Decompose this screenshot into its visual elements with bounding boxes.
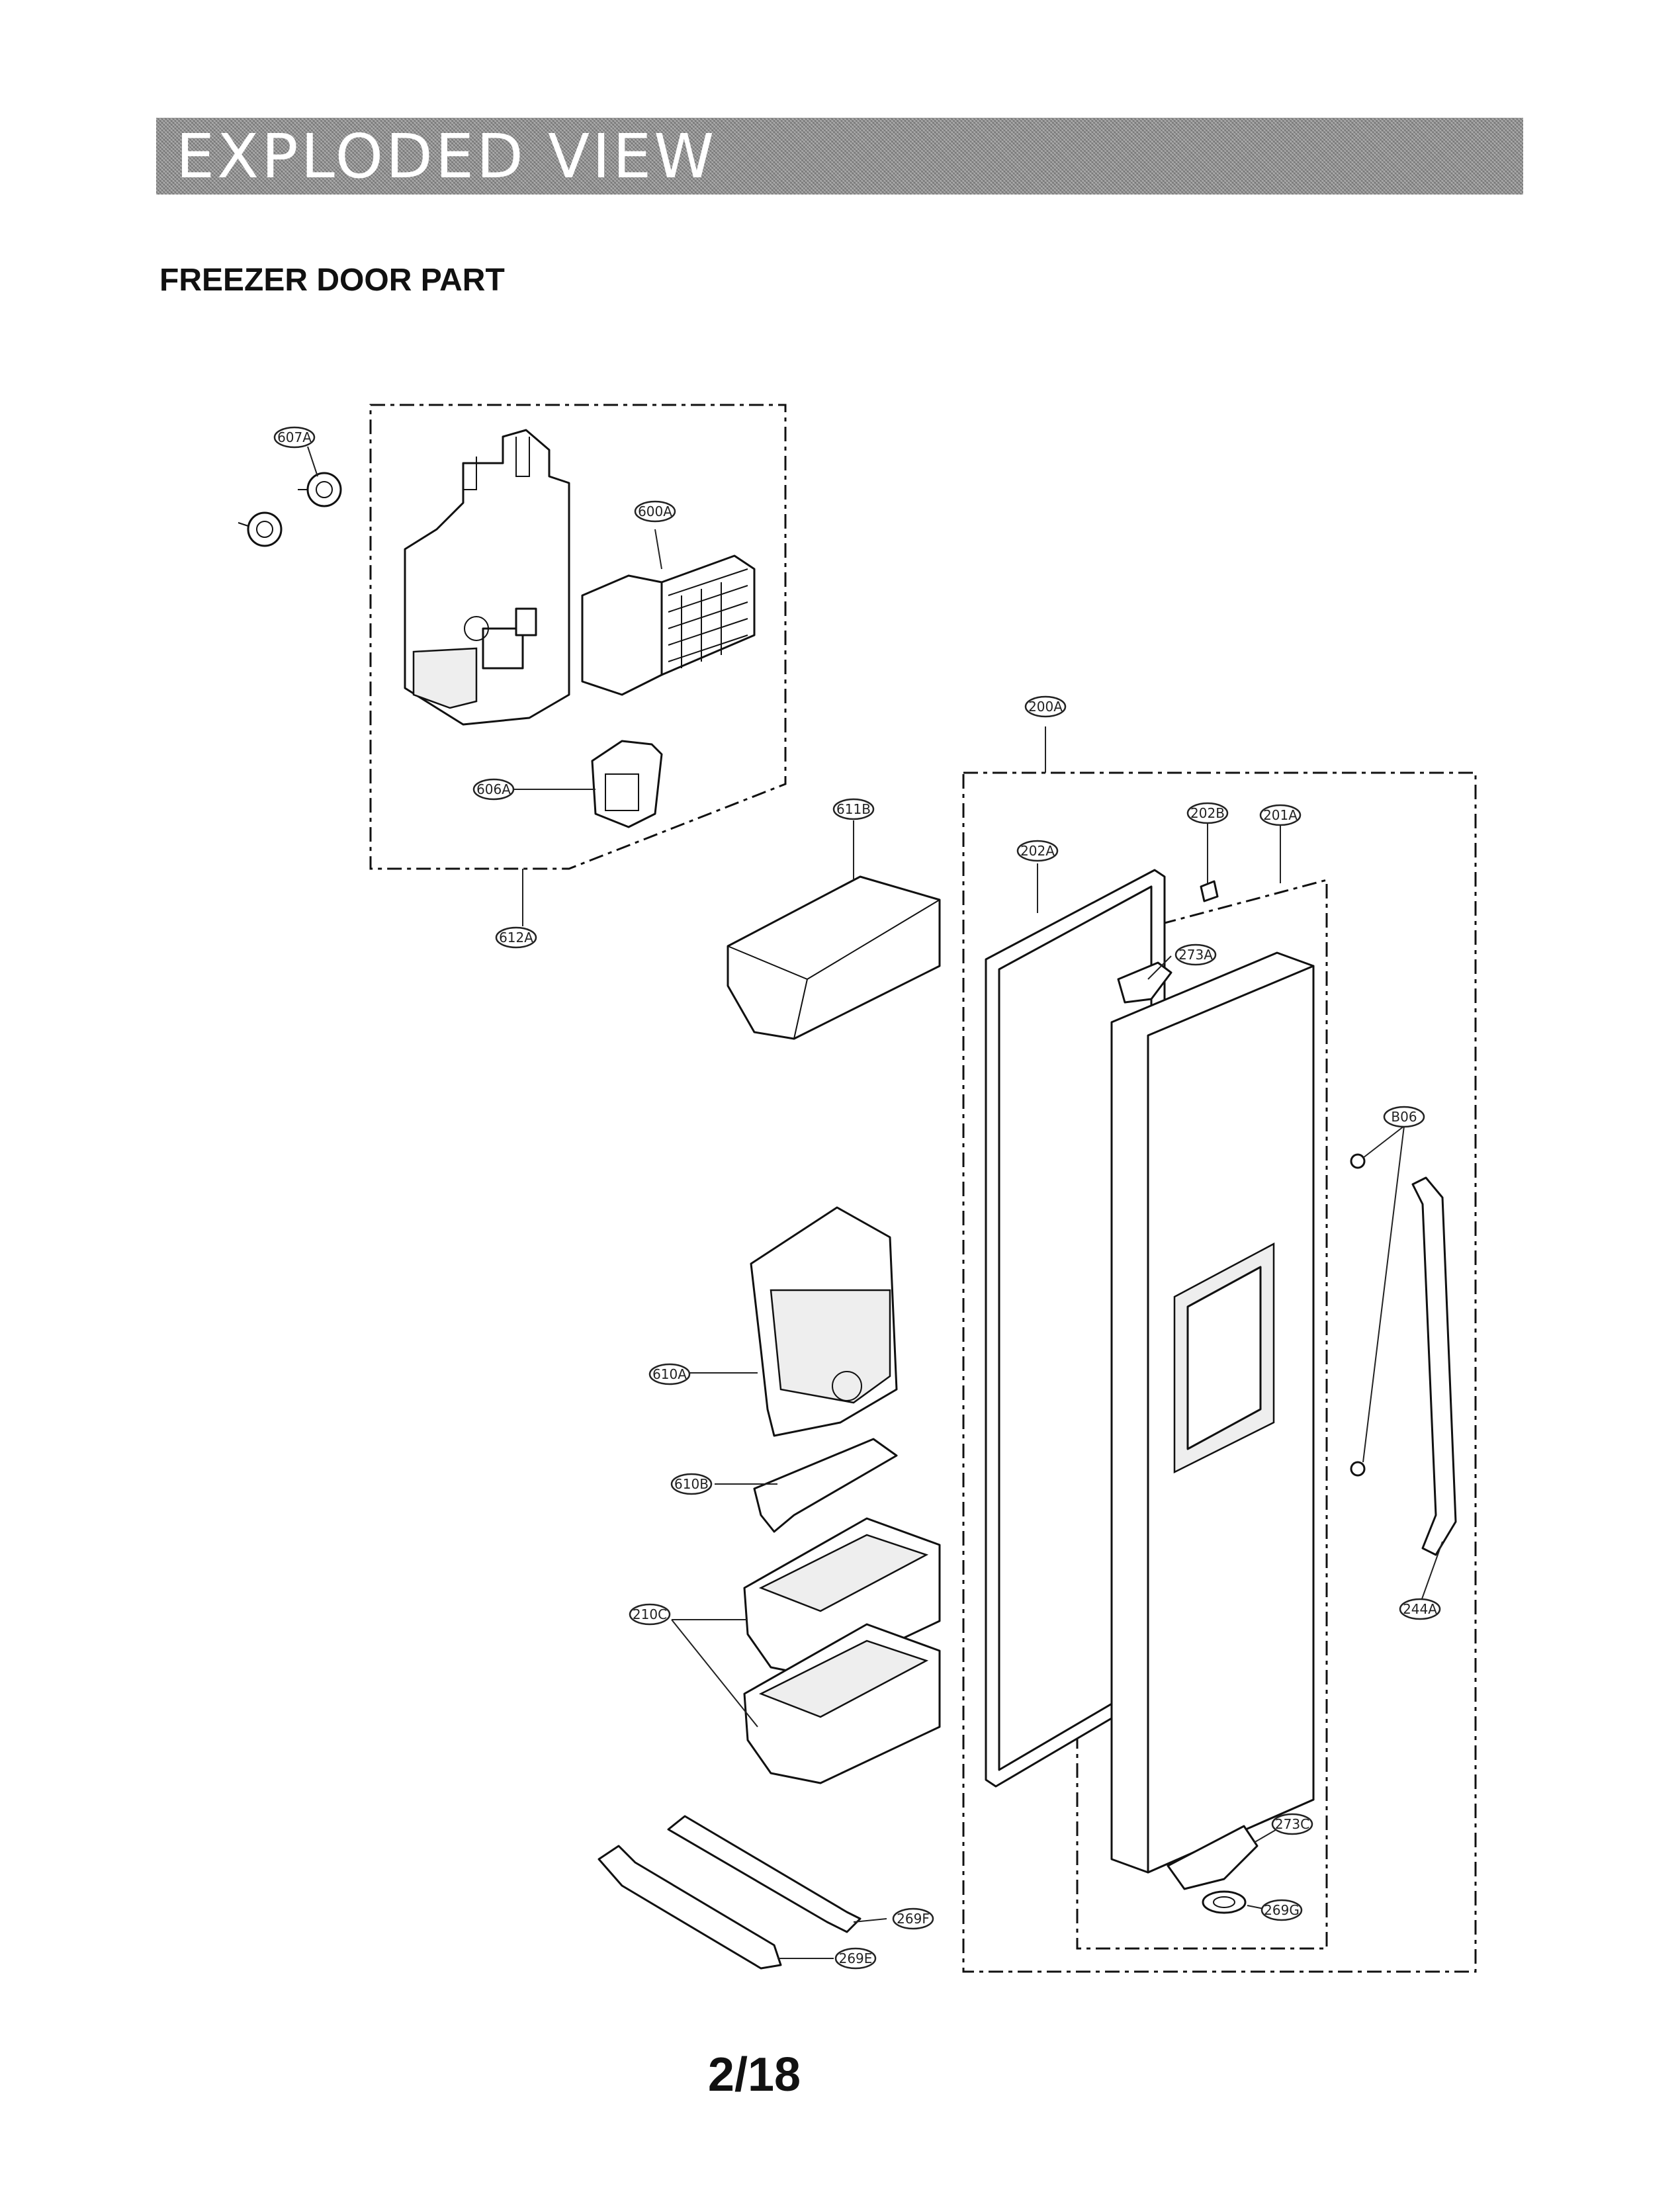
callout-269E: 269E xyxy=(834,1947,877,1970)
banner-title: EXPLODED VIEW xyxy=(176,121,717,192)
callout-label-273C: 273C xyxy=(1275,1816,1309,1832)
ice-bin-cover-part xyxy=(727,875,941,1040)
callout-label-612A: 612A xyxy=(499,930,533,945)
callout-label-610A: 610A xyxy=(652,1366,687,1382)
door-assembly-outline xyxy=(962,771,1477,1973)
icemaker-bracket-part xyxy=(404,429,570,726)
callout-201A: 201A xyxy=(1259,804,1302,826)
callout-label-B06: B06 xyxy=(1391,1109,1417,1125)
callout-600A: 600A xyxy=(634,500,676,523)
callout-202B: 202B xyxy=(1186,802,1229,824)
knob-parts xyxy=(238,472,342,547)
icemaker-group-outline xyxy=(369,404,787,870)
page-number: 2/18 xyxy=(707,2048,801,2101)
callout-label-210C: 210C xyxy=(633,1606,667,1622)
callout-244A: 244A xyxy=(1399,1598,1441,1620)
callout-202A: 202A xyxy=(1016,840,1059,862)
upper-hinge-part xyxy=(1117,880,1219,1004)
dispenser-duct-parts xyxy=(597,1815,862,1970)
callout-label-202A: 202A xyxy=(1020,843,1055,859)
callout-610A: 610A xyxy=(648,1363,691,1385)
door-foam-outline xyxy=(1076,879,1328,1950)
ice-bin-bracket-part xyxy=(753,1438,898,1533)
leader-lines xyxy=(307,446,1443,1959)
callout-label-606A: 606A xyxy=(476,781,511,797)
callout-611B: 611B xyxy=(832,798,875,820)
callout-210C: 210C xyxy=(629,1603,671,1626)
callout-label-611B: 611B xyxy=(836,801,871,817)
door-handle-part xyxy=(1411,1176,1457,1556)
exploded-view-banner: EXPLODED VIEW xyxy=(156,118,1523,195)
lower-hinge-part xyxy=(1167,1825,1259,1914)
callout-B06: B06 xyxy=(1383,1106,1425,1128)
callout-612A: 612A xyxy=(495,926,537,949)
callout-label-202B: 202B xyxy=(1190,805,1225,821)
callout-label-244A: 244A xyxy=(1403,1601,1437,1617)
callout-label-607A: 607A xyxy=(277,429,312,445)
callout-607A: 607A xyxy=(273,426,316,449)
callout-273A: 273A xyxy=(1174,943,1217,966)
callout-label-269F: 269F xyxy=(897,1911,930,1927)
screw-parts xyxy=(1350,1153,1366,1477)
icemaker-switch-part xyxy=(591,740,663,828)
callout-label-200A: 200A xyxy=(1028,699,1063,715)
callout-label-269E: 269E xyxy=(839,1950,873,1966)
callout-label-600A: 600A xyxy=(638,503,672,519)
callout-273C: 273C xyxy=(1271,1813,1313,1835)
section-title: FREEZER DOOR PART xyxy=(159,263,505,298)
callout-label-273A: 273A xyxy=(1178,947,1213,963)
callout-610B: 610B xyxy=(670,1473,713,1495)
callout-200A: 200A xyxy=(1024,695,1067,718)
icemaker-unit-part xyxy=(581,554,756,696)
callout-label-201A: 201A xyxy=(1263,807,1298,823)
callout-label-269G: 269G xyxy=(1264,1902,1300,1918)
callout-269F: 269F xyxy=(892,1907,934,1930)
callout-606A: 606A xyxy=(472,778,515,801)
freezer-door-part xyxy=(1110,951,1315,1874)
ice-bin-part xyxy=(750,1206,898,1437)
door-basket-lower-part xyxy=(743,1623,941,1784)
callout-269G: 269G xyxy=(1260,1899,1303,1921)
callout-label-610B: 610B xyxy=(674,1476,709,1492)
